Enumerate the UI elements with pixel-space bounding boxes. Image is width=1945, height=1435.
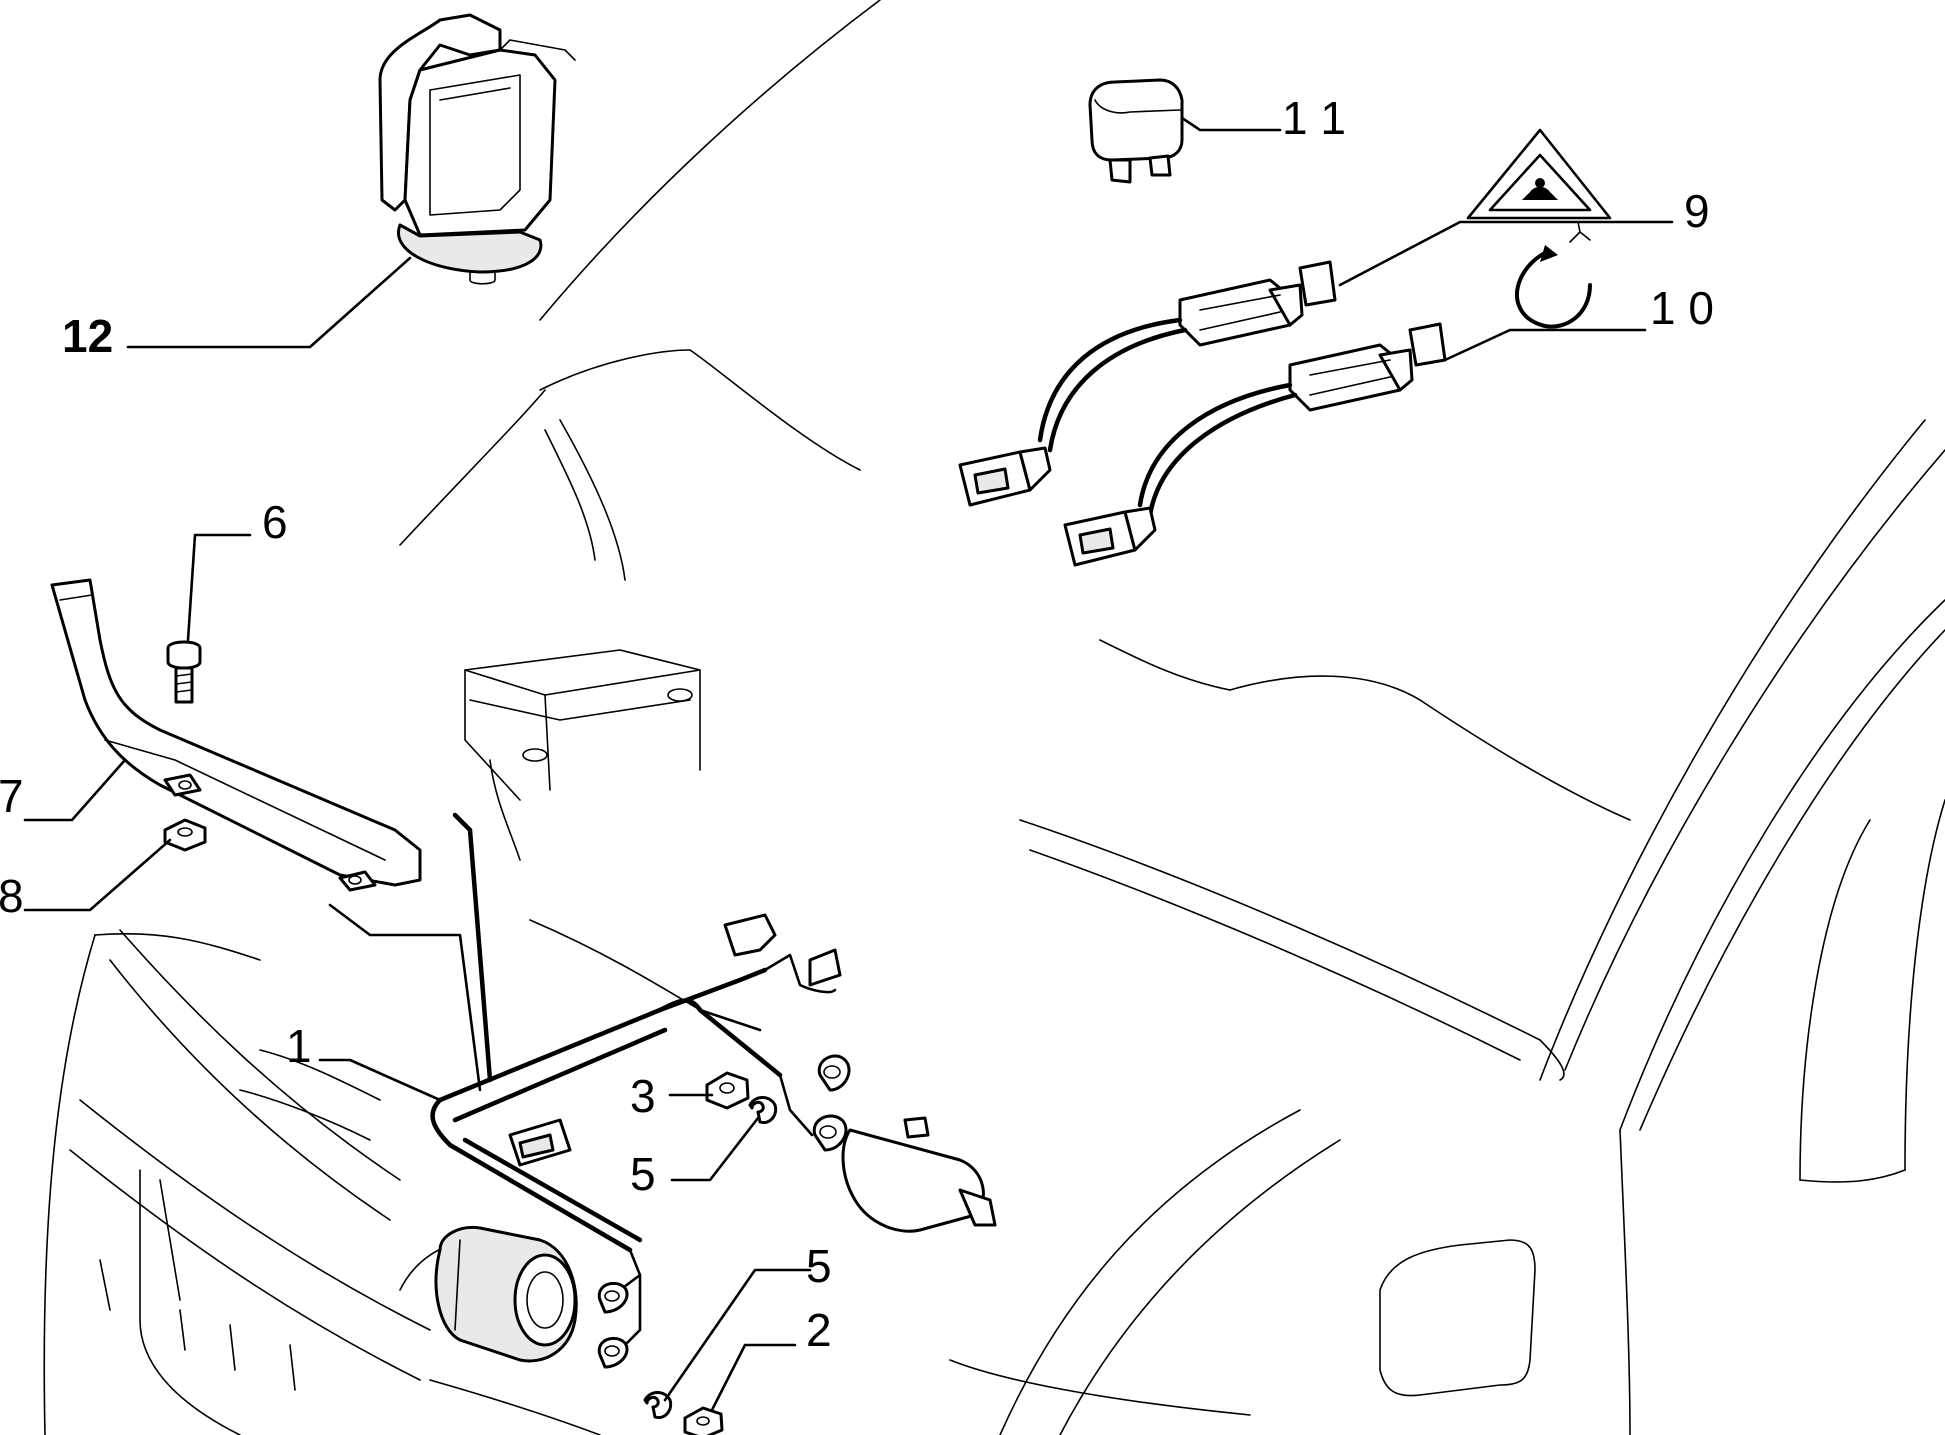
part-2-nut: [683, 1406, 724, 1435]
callout-10: 1 0: [1650, 282, 1714, 334]
callout-3: 3: [630, 1070, 656, 1122]
callout-5-upper: 5: [630, 1148, 656, 1200]
part-12-housing: [378, 13, 576, 285]
part-3-nut: [705, 1071, 750, 1110]
rotation-arrow-icon: [1515, 221, 1592, 329]
callout-7: 7: [0, 770, 24, 822]
part-8-nut: [163, 818, 207, 852]
part-10-cable-adapter: [1063, 322, 1447, 567]
callout-1: 1: [286, 1020, 312, 1072]
part-5-washer-lower: [643, 1391, 673, 1420]
hazard-triangle-icon: [1466, 128, 1612, 220]
leader-lines: [23, 116, 1674, 1412]
part-1-wiring-harness: [430, 812, 851, 1369]
part-6-screw: [166, 640, 202, 704]
callout-11: 1 1: [1282, 92, 1346, 144]
callout-labels: 12 1 1 9 1 0 6 7 8 1 3 5 5 2: [0, 92, 1714, 1356]
part-11-relay: [1088, 78, 1184, 184]
callout-12: 12: [62, 310, 113, 362]
part-5-washer-upper: [748, 1096, 778, 1125]
car-body-outline: [43, 0, 1945, 1435]
washer-pump: [841, 1116, 997, 1233]
part-7-bracket: [50, 578, 422, 892]
callout-8: 8: [0, 870, 24, 922]
sensor-body: [434, 1225, 578, 1363]
part-9-cable-adapter: [958, 260, 1337, 507]
callout-5-lower: 5: [806, 1240, 832, 1292]
callout-6: 6: [262, 496, 288, 548]
callout-2: 2: [806, 1304, 832, 1356]
callout-9: 9: [1684, 185, 1710, 237]
